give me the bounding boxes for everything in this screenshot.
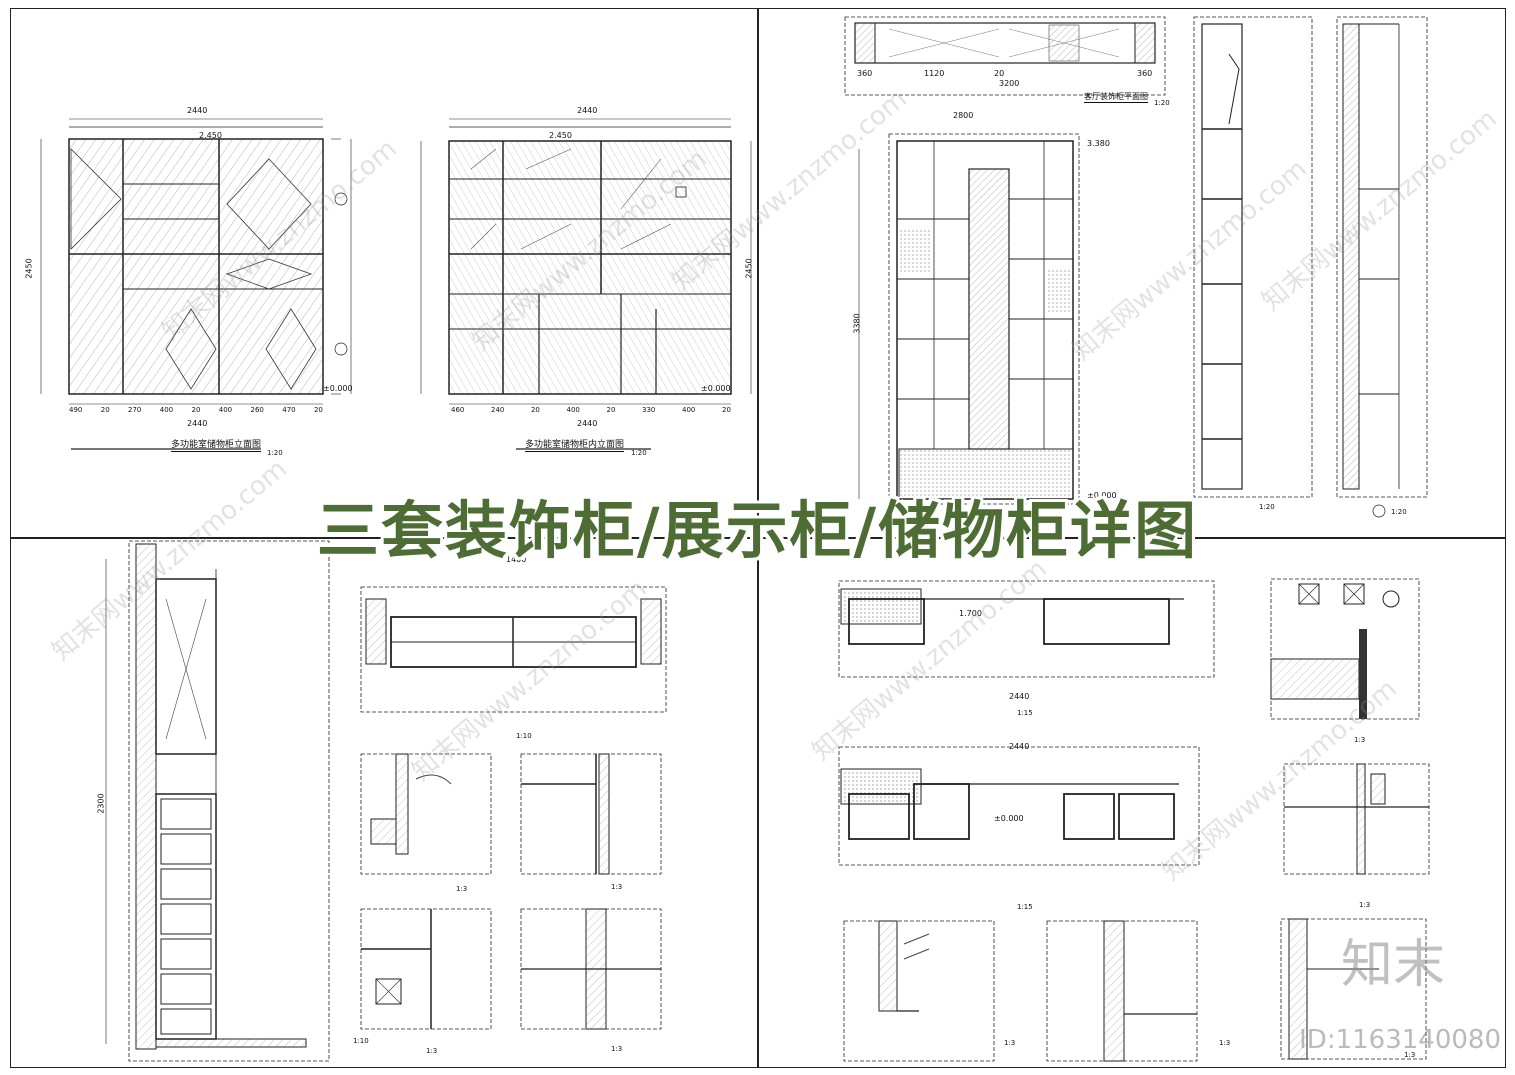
plan-dim-2: 1120: [924, 69, 945, 78]
dim: 20: [530, 406, 540, 414]
living-elevation-top-level: 3.380: [1087, 139, 1110, 148]
plan-title: 客厅装饰柜平面图: [1084, 92, 1148, 103]
sheet-top-left-drawing: [40, 118, 752, 450]
detail-tr-5-scale: 1:3: [1404, 1051, 1416, 1059]
plan-view: [844, 16, 1166, 96]
elevation-2-scale: 1:20: [631, 449, 647, 457]
sheet-bottom-left-drawing: [105, 540, 667, 1062]
detail-tr-4: [1046, 920, 1198, 1062]
plan-2: [838, 746, 1200, 866]
dim: 400: [682, 406, 696, 414]
dim: 270: [128, 406, 142, 414]
dim: 260: [250, 406, 264, 414]
elevation-1-total-dim: 2440: [187, 419, 208, 428]
sheet-bottom-right: 1.700 2440 1:15 2440 ±0.000 1:15 1:3 1:3…: [758, 538, 1506, 1068]
living-elevation-base-level: ±0.000: [1087, 491, 1117, 500]
dim: 20: [313, 406, 323, 414]
detail-2-scale: 1:3: [611, 883, 623, 891]
elevation-1-height-dim: 2450: [24, 258, 34, 279]
elevation-2-width-dim: 2440: [577, 106, 598, 115]
image-id: ID:1163140080: [1299, 1025, 1501, 1055]
detail-3-scale: 1:3: [426, 1047, 438, 1055]
detail-3: [360, 908, 492, 1030]
elevation-1-width-dim: 2440: [187, 106, 208, 115]
sheet-bottom-left: 2300 1:10 1400 1:10 1:3 1:3 1:3 1:3: [10, 538, 758, 1068]
detail-tr-2: [1283, 763, 1430, 875]
dim: 400: [566, 406, 580, 414]
cabinet-plan-scale: 1:10: [516, 732, 532, 740]
dim: 20: [721, 406, 731, 414]
detail-1: [360, 753, 492, 875]
plan-1-width-dim: 2440: [1009, 692, 1030, 701]
dim: 20: [191, 406, 201, 414]
detail-tr-4-scale: 1:3: [1219, 1039, 1231, 1047]
detail-4-scale: 1:3: [611, 1045, 623, 1053]
banner-title: 三套装饰柜/展示柜/储物柜详图: [316, 494, 1199, 567]
dim: 490: [69, 406, 83, 414]
detail-tr-1: [1270, 578, 1420, 720]
elevation-1-base-level: ±0.000: [323, 384, 353, 393]
plan-dim-5: 360: [1137, 69, 1153, 78]
dim: 400: [218, 406, 233, 414]
elevation-2: [420, 118, 752, 450]
plan-1-scale: 1:15: [1017, 709, 1033, 717]
dim: 240: [490, 406, 505, 414]
elevation-2-title: 多功能室储物柜内立面图: [525, 437, 625, 452]
section-2-scale: 1:20: [1391, 508, 1407, 516]
plan-dim-4: 3200: [999, 79, 1020, 88]
living-elevation: [858, 133, 1080, 505]
sheet-top-left: 2440 2.450 2450 ±0.000 490 20 270 400 20…: [10, 8, 758, 538]
detail-4: [520, 908, 662, 1030]
dim: 20: [606, 406, 616, 414]
tall-section-height-dim: 2300: [96, 793, 106, 814]
elevation-2-total-dim: 2440: [577, 419, 598, 428]
dim: 400: [159, 406, 174, 414]
elevation-2-top-level: 2.450: [549, 131, 572, 140]
elevation-1-scale: 1:20: [267, 449, 283, 457]
section-1: [1193, 16, 1313, 498]
plan-1-level: 1.700: [959, 609, 982, 618]
detail-tr-5: [1280, 918, 1427, 1060]
plan-dim-3: 20: [994, 69, 1005, 78]
living-elevation-height-dim: 3380: [852, 313, 862, 334]
detail-tr-3: [843, 920, 995, 1062]
elevation-2-height-dim: 2450: [744, 258, 754, 279]
living-elevation-width-dim: 2800: [953, 111, 974, 120]
elevation-1: [40, 118, 352, 450]
brand-logo-text: 知末: [1340, 935, 1445, 995]
tall-section-scale: 1:10: [353, 1037, 369, 1045]
sheet-bottom-right-drawing: [838, 578, 1430, 1062]
plan-2-level: ±0.000: [994, 814, 1024, 823]
plan-dim-1: 360: [857, 69, 873, 78]
plan-2-width-dim: 2440: [1009, 742, 1030, 751]
elevation-1-bottom-dims: 490 20 270 400 20 400 260 470 20: [69, 406, 323, 414]
elevation-1-top-level: 2.450: [199, 131, 222, 140]
detail-2: [520, 753, 662, 875]
sheet-top-right: 360 1120 20 3200 360 客厅装饰柜平面图 1:20 2800 …: [758, 8, 1506, 538]
detail-tr-1-scale: 1:3: [1354, 736, 1366, 744]
cabinet-plan: [360, 586, 667, 713]
plan-2-scale: 1:15: [1017, 903, 1033, 911]
sheet-top-right-drawing: [844, 16, 1428, 518]
plan-scale: 1:20: [1154, 99, 1170, 107]
dim: 330: [642, 406, 656, 414]
dim: 20: [100, 406, 110, 414]
tall-section: [105, 540, 330, 1062]
section-1-scale: 1:20: [1259, 503, 1275, 511]
detail-tr-2-scale: 1:3: [1359, 901, 1371, 909]
elevation-2-bottom-dims: 460 240 20 400 20 330 400 20: [451, 406, 731, 414]
plan-1: [838, 580, 1215, 678]
elevation-2-base-level: ±0.000: [701, 384, 731, 393]
section-2: [1336, 16, 1428, 518]
dim: 470: [282, 406, 296, 414]
dim: 460: [451, 406, 465, 414]
detail-tr-3-scale: 1:3: [1004, 1039, 1016, 1047]
elevation-1-title: 多功能室储物柜立面图: [171, 437, 262, 452]
detail-1-scale: 1:3: [456, 885, 468, 893]
cabinet-plan-width-dim: 1400: [506, 555, 527, 564]
